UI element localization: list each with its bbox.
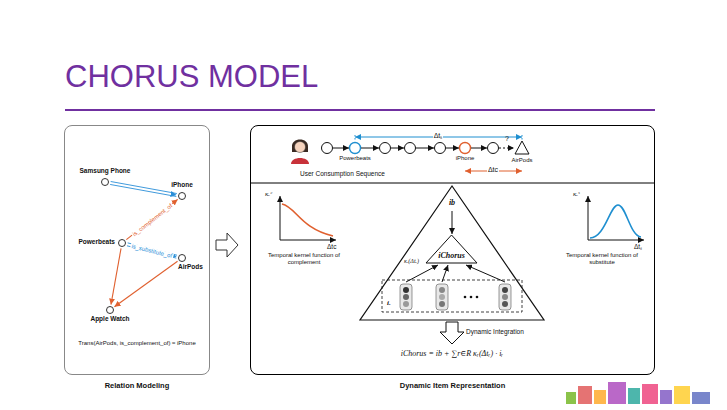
relation-connector [110, 182, 177, 197]
item-node: Powerbeats [118, 239, 126, 247]
item-node: AirPods [178, 254, 186, 262]
annotation: iᵣ [387, 300, 391, 308]
item-node: Apple Watch [106, 306, 114, 314]
slide-title: CHORUS MODEL [65, 60, 318, 94]
annotation: κᵣᶜ [265, 191, 272, 199]
annotation: κᵣˢ [573, 191, 580, 199]
annotation: κᵣ(Δtᵣ) [404, 258, 419, 265]
connector-line [111, 182, 177, 194]
annotation: Δtc [327, 243, 336, 250]
annotation: Δtₛ [634, 243, 642, 250]
item-label: Apple Watch [90, 315, 129, 322]
annotation: ib [449, 199, 455, 208]
connector-line [110, 184, 176, 196]
annotation: User Consumption Sequence [300, 170, 385, 177]
integration-triangle [360, 186, 544, 344]
kernel-plots [280, 196, 644, 240]
relation-connector [114, 261, 177, 307]
item-node: Samsung Phone [101, 178, 109, 186]
chorus-triangle: iChorus [426, 235, 477, 263]
flow-arrow [216, 233, 238, 257]
annotation: iChorus = ib + ∑r∈R κᵣ(Δtᵣ) · iᵣ [401, 350, 504, 359]
item-label: AirPods [178, 263, 203, 270]
annotation: ? [505, 135, 509, 143]
skyline-decoration [566, 382, 710, 404]
chorus-label: iChorus [438, 252, 465, 261]
triangle-outline [426, 235, 477, 263]
item-icons [400, 284, 511, 310]
item-node: iPhone [178, 192, 186, 200]
item-label: Samsung Phone [80, 167, 131, 174]
connector-line [114, 261, 177, 307]
annotation: Temporal kernel function of complement [258, 252, 350, 265]
user-avatar [291, 140, 309, 165]
annotation: AirPods [511, 157, 532, 164]
item-label: Powerbeats [79, 238, 116, 245]
title-rule [65, 109, 655, 111]
item-label: iPhone [171, 181, 193, 188]
annotation: iPhone [456, 155, 475, 162]
relation-connector [111, 248, 121, 304]
panel-caption: Dynamic Item Representation [251, 382, 654, 390]
divider [251, 183, 654, 184]
annotation: Dynamic Integration [466, 328, 524, 335]
annotation: Temporal kernel function of substitute [556, 252, 648, 265]
relation-connector [126, 199, 177, 239]
relation-label: is_substitute_of [130, 242, 174, 258]
annotation: Trans(AirPods, is_complement_of) ≈ iPhon… [70, 340, 204, 347]
annotation: Δtc [487, 166, 499, 174]
annotation: Δtₛ [433, 132, 444, 140]
relation-label: is_complement_of [130, 202, 174, 238]
relation-connector [127, 243, 177, 258]
annotation: Powerbeats [339, 155, 371, 162]
connector-line [111, 248, 121, 304]
panel-caption: Relation Modeling [65, 382, 209, 390]
connector-line [126, 199, 177, 239]
panel-box: Dynamic Item RepresentationiChorus [250, 125, 655, 375]
connector-line [110, 183, 176, 195]
